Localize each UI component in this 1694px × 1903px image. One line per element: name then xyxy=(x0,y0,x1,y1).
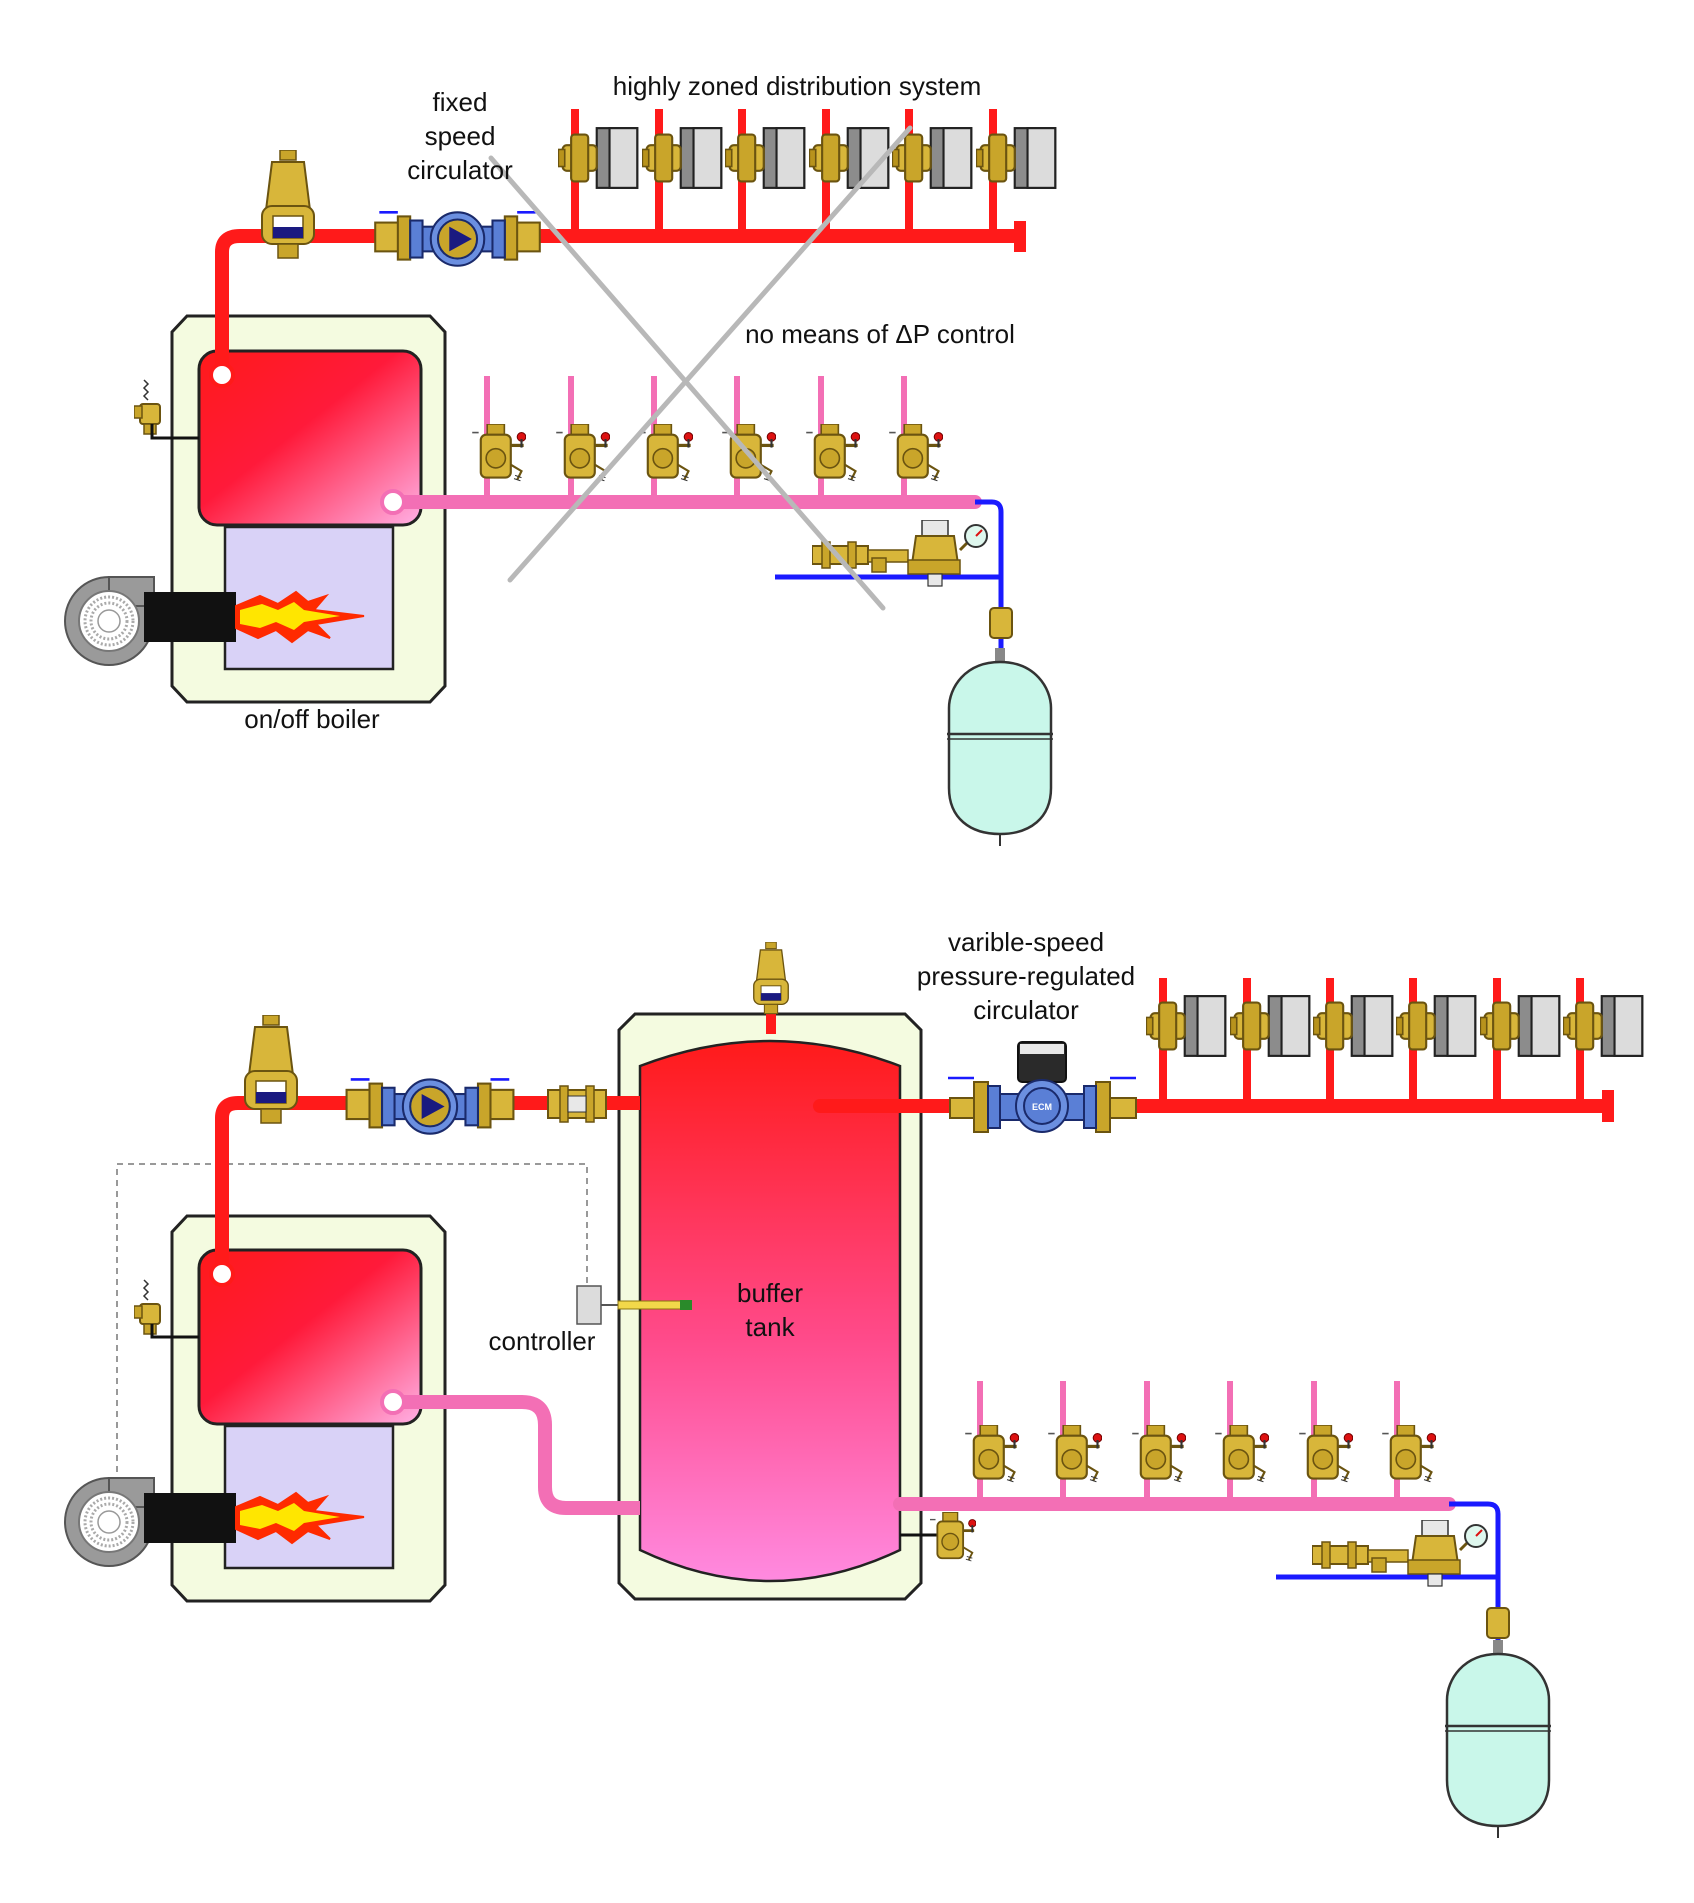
drain-valve-icon xyxy=(930,1512,976,1563)
zone-valve-icon xyxy=(1230,995,1311,1057)
tank-vent-stub xyxy=(766,1000,776,1034)
balancing-valve-icon xyxy=(1299,1425,1353,1484)
bottom-balancing-valves xyxy=(965,1425,1436,1484)
distribution-label: highly zoned distribution system xyxy=(613,71,982,101)
zone-valve-icon xyxy=(1313,995,1394,1057)
buffer-tank-label-2: tank xyxy=(745,1312,795,1342)
expansion-tank-icon xyxy=(945,648,1055,848)
bottom-cold-water-pipe xyxy=(1449,1501,1501,1790)
relief-pipe xyxy=(150,424,199,440)
bottom-supply-end-cap xyxy=(1602,1090,1614,1122)
top-supply-pipe xyxy=(215,229,1018,375)
top-zone-valves xyxy=(558,127,1057,189)
air-vent-icon xyxy=(261,150,315,259)
bottom-boiler-supply-pipe xyxy=(215,1096,640,1274)
zone-valve-icon xyxy=(1480,995,1561,1057)
balancing-valve-icon xyxy=(806,424,860,483)
balancing-valve-icon xyxy=(1132,1425,1186,1484)
balancing-valve-icon xyxy=(472,424,526,483)
expansion-tank-icon xyxy=(1443,1640,1553,1840)
bottom-zone-valves xyxy=(1146,995,1644,1057)
bottom-supply-outlet xyxy=(209,1261,235,1287)
balancing-valve-icon xyxy=(1382,1425,1436,1484)
zone-valve-icon xyxy=(976,127,1057,189)
zone-valve-icon xyxy=(1563,995,1644,1057)
crossout-mark xyxy=(488,125,913,611)
union-fitting xyxy=(547,1085,607,1123)
relief-valve-icon xyxy=(134,379,161,435)
balancing-valve-icon xyxy=(889,424,943,483)
dp-note-label: no means of ΔP control xyxy=(745,319,1015,349)
balancing-valve-icon xyxy=(965,1425,1019,1484)
top-balancing-valves xyxy=(472,424,943,483)
top-cold-water-pipe xyxy=(975,499,1004,656)
top-circulator-label-2: speed xyxy=(425,121,496,151)
circulator-icon xyxy=(373,210,542,268)
bottom-relief-pipe xyxy=(150,1324,199,1339)
top-return-inlet xyxy=(380,489,406,515)
top-system: fixed speed circulator highly zoned dist… xyxy=(64,71,1057,848)
zone-valve-icon xyxy=(558,127,639,189)
controller-icon xyxy=(576,1285,602,1325)
zone-valve-icon xyxy=(809,127,890,189)
top-supply-end-cap xyxy=(1014,221,1026,252)
balancing-valve-icon xyxy=(556,424,610,483)
balancing-valve-icon xyxy=(1215,1425,1269,1484)
control-wire xyxy=(116,1163,588,1472)
top-supply-outlet xyxy=(209,362,235,388)
zone-valve-icon xyxy=(642,127,723,189)
zone-valve-icon xyxy=(1146,995,1227,1057)
zone-valve-icon xyxy=(1396,995,1477,1057)
balancing-valve-icon xyxy=(639,424,693,483)
buffer-tank xyxy=(617,1012,923,1601)
buffer-tank-label-1: buffer xyxy=(737,1278,803,1308)
controller-label: controller xyxy=(489,1326,596,1356)
top-circulator-label-3: circulator xyxy=(407,155,513,185)
zone-valve-icon xyxy=(725,127,806,189)
bottom-boiler-return-pipe xyxy=(393,1395,640,1515)
bottom-circulator-label-1: varible-speed xyxy=(948,927,1104,957)
top-circulator-label-1: fixed xyxy=(433,87,488,117)
bottom-circulator-label-2: pressure-regulated xyxy=(917,961,1135,991)
bottom-return-inlet xyxy=(380,1389,406,1415)
balancing-valve-icon xyxy=(1048,1425,1102,1484)
boiler-label: on/off boiler xyxy=(244,704,380,734)
ecm-label: ECM xyxy=(1032,1102,1052,1112)
bottom-system: ECM varible-speed xyxy=(64,927,1644,1840)
relief-valve-icon xyxy=(134,1279,161,1335)
circulator-icon xyxy=(345,1077,515,1136)
temperature-sensor-icon xyxy=(617,1300,692,1310)
top-tank-valve xyxy=(989,607,1013,639)
air-vent-icon xyxy=(244,1015,298,1124)
bottom-tank-valve xyxy=(1486,1607,1510,1639)
bottom-circulator-label-3: circulator xyxy=(973,995,1079,1025)
tank-air-vent-icon xyxy=(753,942,789,1015)
ecm-circulator-icon: ECM xyxy=(948,1041,1137,1133)
